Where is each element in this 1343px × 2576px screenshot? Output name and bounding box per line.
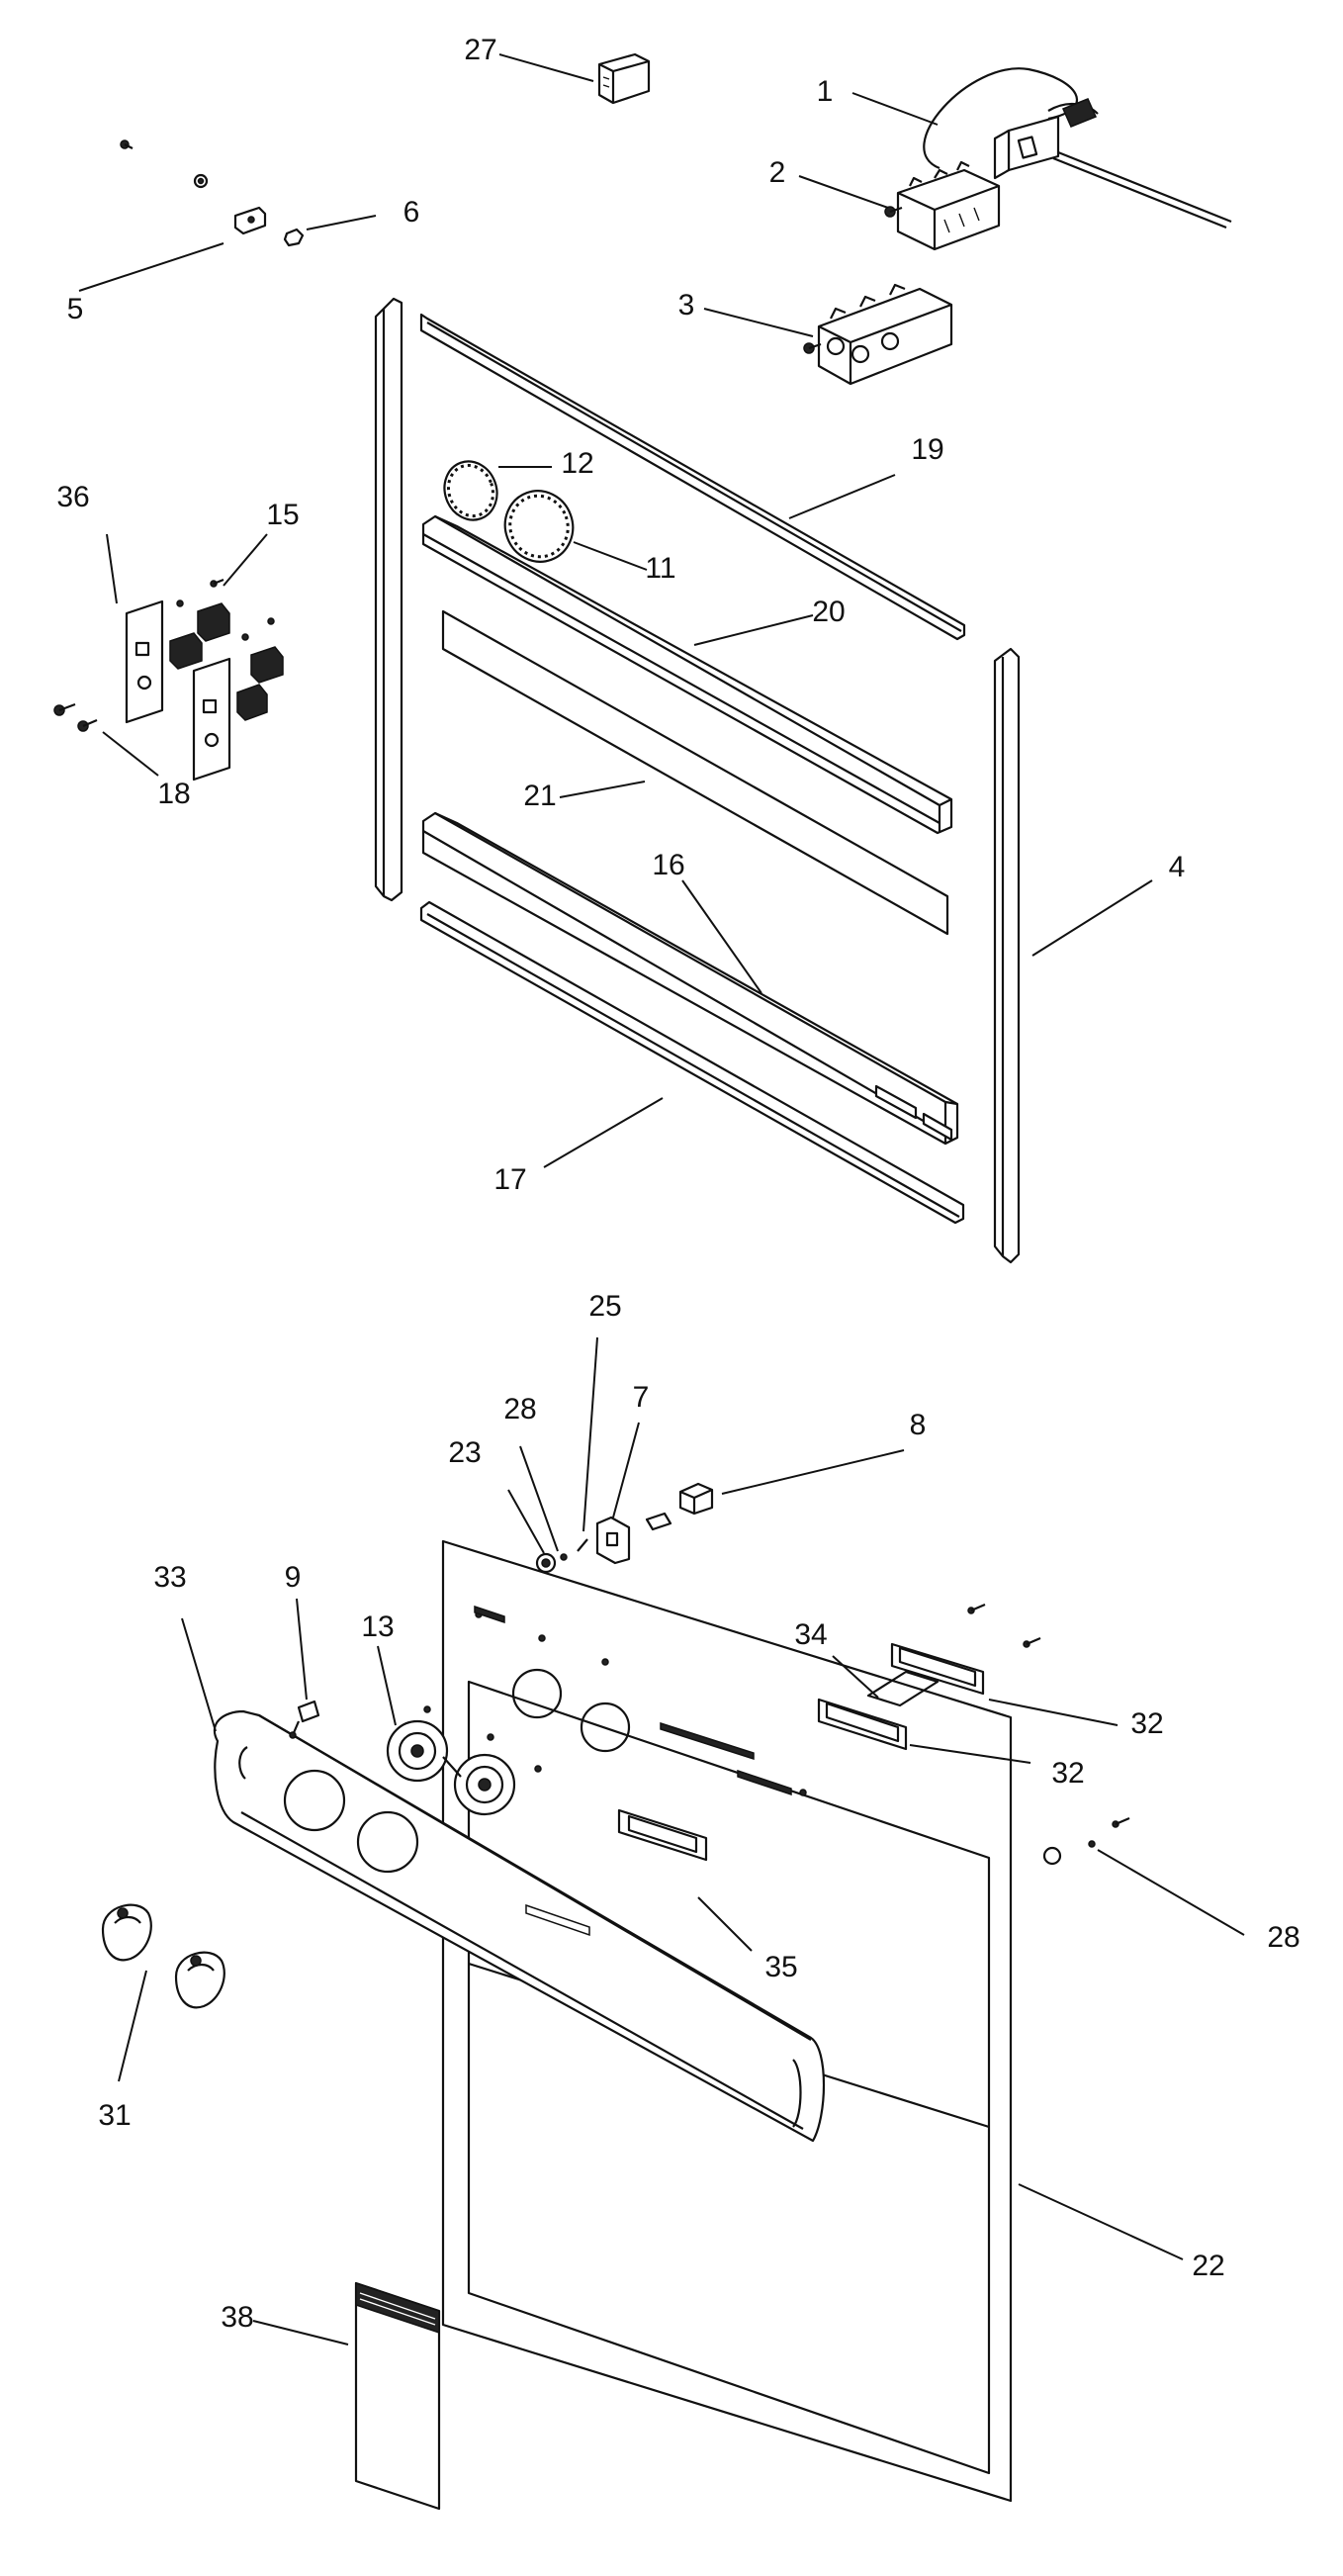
part-36-bracket (125, 599, 231, 782)
callout-28b: 28 (1267, 1921, 1299, 1954)
callout-18: 18 (157, 778, 190, 810)
part-12-gasket (443, 460, 498, 521)
part-8-connector (678, 1482, 714, 1516)
callout-9: 9 (285, 1561, 302, 1594)
callout-12: 12 (561, 447, 593, 480)
frame-left-rail (374, 297, 403, 902)
callout-33: 33 (153, 1561, 186, 1594)
part-38-booklet (354, 2281, 441, 2511)
part-20-channel (421, 514, 953, 835)
callout-20: 20 (812, 596, 845, 628)
part-11-gasket (503, 490, 575, 563)
leader-lines (78, 53, 1245, 2346)
callout-1: 1 (817, 75, 834, 108)
callout-19: 19 (911, 433, 943, 466)
part-32-bezel-upper (890, 1603, 1041, 1696)
callout-2: 2 (769, 156, 786, 189)
callout-31: 31 (98, 2099, 131, 2132)
part-33-console (213, 1709, 826, 2143)
callout-23: 23 (448, 1436, 481, 1469)
callout-32a: 32 (1130, 1707, 1163, 1740)
part-17-bottom-rail (419, 900, 965, 1225)
part-5-bracket (120, 139, 267, 235)
part-21-plate (441, 609, 949, 936)
part-3-switch (803, 283, 953, 386)
callout-38: 38 (221, 2301, 253, 2334)
part-4-right-rail (993, 647, 1021, 1264)
part-19-top-rail (419, 313, 966, 641)
callout-13: 13 (361, 1610, 394, 1643)
callout-labels: 15 1234567891112131516171819202122232527… (56, 34, 1299, 2334)
part-13-gasket (386, 1705, 542, 1816)
part-31-knobs (101, 1903, 225, 2009)
callout-5: 5 (67, 293, 84, 325)
callout-8: 8 (910, 1409, 927, 1441)
part-15-clip (169, 578, 284, 721)
part-32-bezel-lower (817, 1698, 908, 1751)
part-1-thermostat (923, 67, 1232, 230)
part-7-bracket (595, 1516, 631, 1565)
part-23-bushing (535, 1552, 557, 1574)
callout-16: 16 (652, 849, 684, 881)
callout-11: 11 (645, 552, 675, 585)
callout-32b: 32 (1051, 1757, 1084, 1790)
callout-4: 4 (1169, 851, 1186, 883)
callout-27: 27 (464, 34, 496, 66)
part-6-nut (283, 228, 305, 247)
callout-28a: 28 (503, 1393, 536, 1426)
callout-7: 7 (633, 1381, 650, 1414)
part-34-lens (866, 1670, 940, 1707)
part-28-nut-lower (1042, 1816, 1130, 1866)
part-18-screws (53, 702, 98, 732)
part-16-channel (421, 811, 959, 1146)
callout-6: 6 (403, 196, 420, 229)
callout-36: 36 (56, 481, 89, 513)
callout-17: 17 (493, 1163, 526, 1196)
part-27-block (597, 52, 651, 105)
callout-34: 34 (794, 1618, 827, 1651)
callout-22: 22 (1192, 2250, 1224, 2282)
callout-3: 3 (678, 289, 695, 322)
part-7-clip (645, 1512, 672, 1531)
callout-15: 15 (266, 499, 299, 531)
callout-25: 25 (588, 1290, 621, 1323)
part-2-switch (884, 160, 1001, 251)
callout-21: 21 (523, 780, 556, 812)
part-35-insert (617, 1808, 708, 1862)
part-25-pin (577, 1538, 588, 1552)
part-28-nut-upper (560, 1553, 568, 1561)
part-9-screw (289, 1700, 320, 1739)
callout-35: 35 (764, 1951, 797, 1983)
